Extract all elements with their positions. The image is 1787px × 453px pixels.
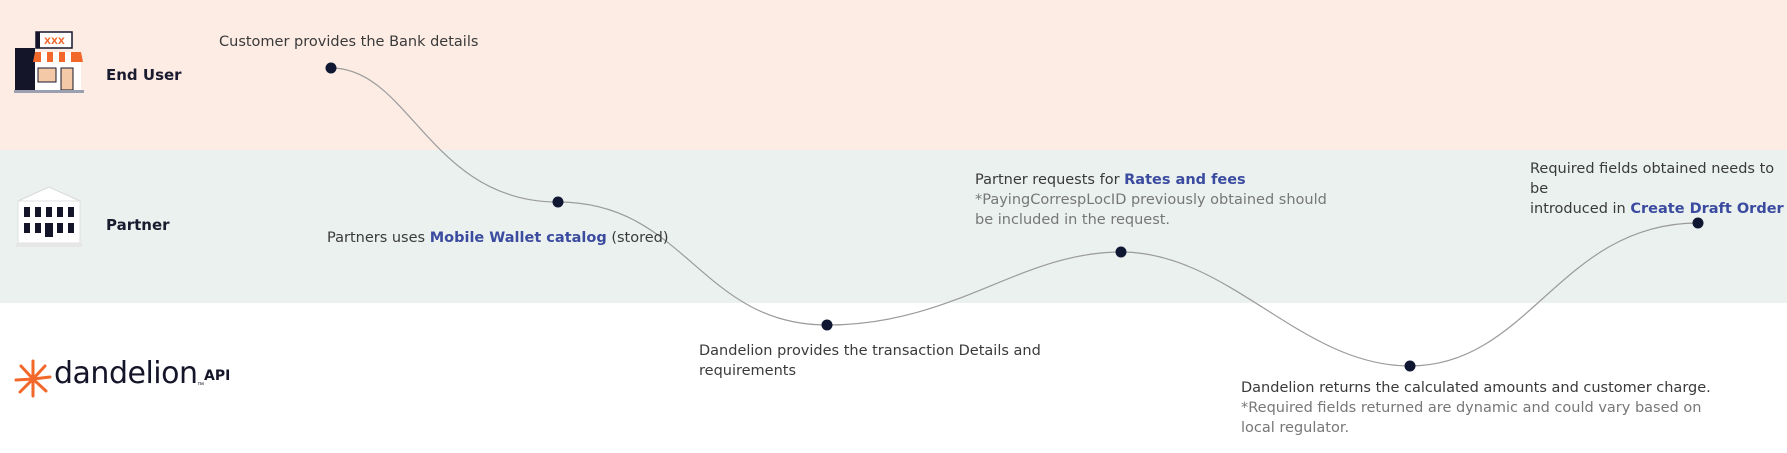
storefront-icon: XXX	[14, 31, 84, 93]
step-3-note: Dandelion provides the transaction Detai…	[699, 341, 1041, 381]
brand-api-label: API	[204, 368, 231, 384]
step-1-text: Customer provides the Bank details	[219, 34, 479, 50]
flow-connector	[330, 67, 1699, 367]
step-6-note: Required fields obtained needs to be int…	[1530, 159, 1787, 219]
lane-end-user	[0, 0, 1787, 150]
step-node-1	[325, 62, 337, 74]
brand-name: dandelion	[54, 356, 198, 391]
step-node-3	[821, 319, 833, 331]
step-5-line-1: Dandelion returns the calculated amounts…	[1241, 380, 1711, 396]
step-2-pre: Partners uses	[327, 230, 430, 246]
lane-partner	[0, 150, 1787, 303]
bank-building-icon	[16, 186, 82, 247]
step-4-pre: Partner requests for	[975, 172, 1125, 188]
lane-label-partner: Partner	[106, 216, 170, 234]
step-4-note: Partner requests for Rates and fees *Pay…	[975, 170, 1327, 230]
step-3-line-1: Dandelion provides the transaction Detai…	[699, 343, 1041, 359]
step-node-5	[1404, 360, 1416, 372]
lane-label-end-user: End User	[106, 66, 182, 84]
step-4-sub-1: *PayingCorrespLocID previously obtained …	[975, 192, 1327, 208]
create-draft-order-link[interactable]: Create Draft Order	[1630, 201, 1784, 217]
step-6-line-1: Required fields obtained needs to be	[1530, 161, 1775, 197]
step-node-2	[552, 196, 564, 208]
step-2-post: (stored)	[606, 230, 669, 246]
brand-trademark: ™	[197, 382, 204, 389]
rates-and-fees-link[interactable]: Rates and fees	[1124, 172, 1246, 188]
step-5-sub-1: *Required fields returned are dynamic an…	[1241, 400, 1702, 416]
step-6-pre: introduced in	[1530, 201, 1631, 217]
step-4-sub-2: be included in the request.	[975, 212, 1171, 228]
mobile-wallet-catalog-link[interactable]: Mobile Wallet catalog	[429, 230, 607, 246]
step-node-6	[1692, 217, 1704, 229]
step-3-line-2: requirements	[699, 363, 797, 379]
step-5-sub-2: local regulator.	[1241, 420, 1350, 436]
step-node-4	[1115, 246, 1127, 258]
svg-text:XXX: XXX	[44, 37, 65, 47]
lane-api	[0, 303, 1787, 453]
dandelion-burst-icon	[14, 359, 52, 398]
step-2-note: Partners uses Mobile Wallet catalog (sto…	[327, 228, 669, 248]
step-1-note: Customer provides the Bank details	[219, 32, 478, 52]
step-5-note: Dandelion returns the calculated amounts…	[1241, 378, 1711, 438]
